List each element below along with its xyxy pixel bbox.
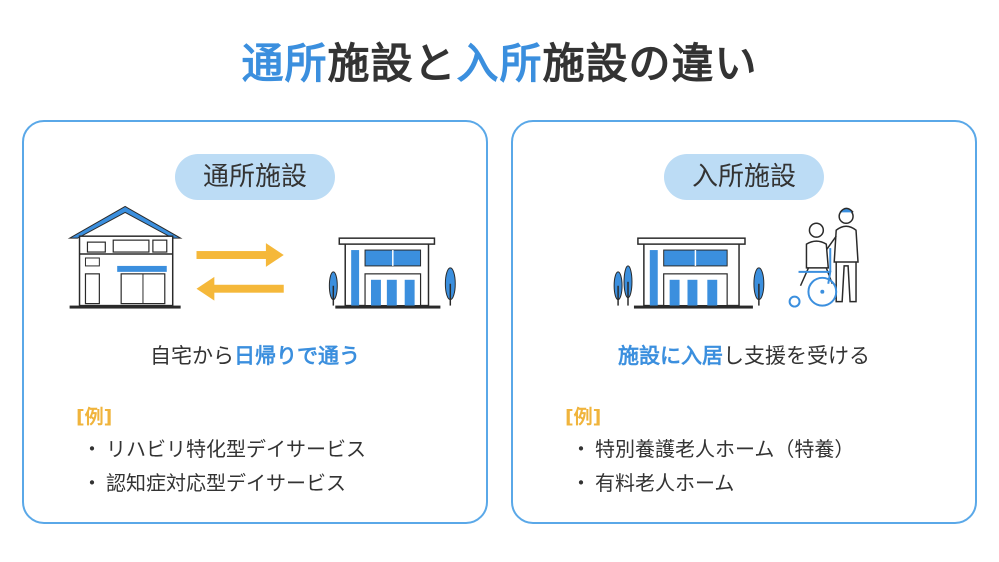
residential-caption-emphasis: 施設に入居 (618, 344, 723, 368)
title-text-1: 施設と (327, 39, 457, 88)
day-facility-panel: 通所施設 (22, 120, 488, 524)
list-item: 特別養護老人ホーム（特養） (571, 432, 854, 466)
residential-caption-plain: し支援を受ける (723, 344, 870, 368)
list-item: 認知症対応型デイサービス (82, 466, 366, 500)
day-example-list: リハビリ特化型デイサービス 認知症対応型デイサービス (82, 432, 366, 500)
title-text-2: 施設の違い (542, 39, 758, 88)
house-icon (67, 205, 183, 309)
residential-example-title: [例] (565, 406, 602, 428)
day-facility-label: 通所施設 (174, 154, 336, 200)
day-caption-plain: 自宅から (150, 344, 234, 368)
residential-facility-panel: 入所施設 (511, 120, 977, 524)
residential-example-list: 特別養護老人ホーム（特養） 有料老人ホーム (571, 432, 854, 500)
page-title: 通所施設と入所施設の違い (0, 30, 999, 91)
tree-icon (328, 267, 456, 306)
caregiver-wheelchair-icon (788, 207, 859, 308)
day-facility-caption: 自宅から日帰りで通う (24, 340, 486, 370)
two-way-arrows-icon (196, 243, 284, 301)
facility-building-icon (633, 237, 753, 309)
title-highlight-residential: 入所 (456, 39, 543, 88)
tree-icon (613, 265, 633, 306)
day-caption-emphasis: 日帰りで通う (234, 344, 360, 368)
list-item: 有料老人ホーム (571, 466, 854, 500)
residential-facility-label: 入所施設 (663, 154, 825, 200)
day-facility-illustration (67, 205, 456, 309)
day-example-title: [例] (76, 406, 113, 428)
title-highlight-day: 通所 (241, 39, 328, 88)
list-item: リハビリ特化型デイサービス (82, 432, 366, 466)
facility-building-icon (335, 237, 441, 309)
residential-facility-caption: 施設に入居し支援を受ける (513, 340, 975, 370)
tree-icon (753, 267, 765, 306)
residential-facility-illustration (613, 207, 859, 309)
